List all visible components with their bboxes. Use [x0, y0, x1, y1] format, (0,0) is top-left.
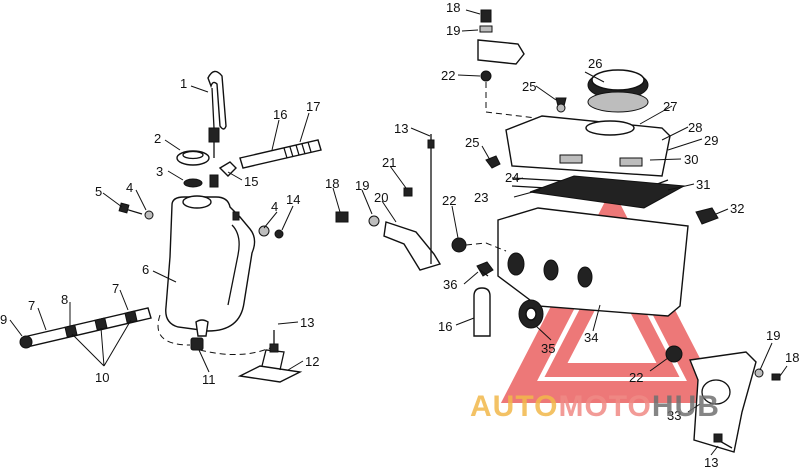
- callout-10: 10: [95, 370, 109, 385]
- callout-8: 8: [61, 292, 68, 307]
- callout-4-left: 4: [126, 180, 133, 195]
- callout-15: 15: [244, 174, 258, 189]
- callout-22-center: 22: [442, 193, 456, 208]
- callout-5: 5: [95, 184, 102, 199]
- watermark-auto: AUTO: [470, 390, 558, 423]
- callout-36: 36: [443, 277, 457, 292]
- callout-17: 17: [306, 99, 320, 114]
- callout-13-bottom: 13: [704, 455, 718, 468]
- watermark-hub: HUB: [652, 390, 720, 423]
- callout-27: 27: [663, 99, 677, 114]
- callout-9: 9: [0, 312, 7, 327]
- callout-1: 1: [180, 76, 187, 91]
- callout-16-bottom: 16: [438, 319, 452, 334]
- callout-12: 12: [305, 354, 319, 369]
- callout-3: 3: [156, 164, 163, 179]
- callout-25-left: 25: [465, 135, 479, 150]
- callout-13-center: 13: [394, 121, 408, 136]
- fuel-tank-assembly: [19, 70, 322, 383]
- callout-30: 30: [684, 152, 698, 167]
- callout-22-bottom: 22: [629, 370, 643, 385]
- callout-7-left: 7: [28, 298, 35, 313]
- watermark-text: AUTOMOTOHUB: [470, 390, 720, 423]
- callout-31: 31: [696, 177, 710, 192]
- callout-6: 6: [142, 262, 149, 277]
- callout-18-right: 18: [785, 350, 799, 365]
- callout-19-right: 19: [766, 328, 780, 343]
- watermark-moto: MOTO: [558, 390, 651, 423]
- callout-28: 28: [688, 120, 702, 135]
- callout-16-top: 16: [273, 107, 287, 122]
- callout-2: 2: [154, 131, 161, 146]
- callout-14: 14: [286, 192, 300, 207]
- callout-29: 29: [704, 133, 718, 148]
- callout-24: 24: [505, 170, 519, 185]
- callout-19-left: 19: [355, 178, 369, 193]
- callout-32: 32: [730, 201, 744, 216]
- callout-22-top: 22: [441, 68, 455, 83]
- callout-18-top: 18: [446, 0, 460, 15]
- callout-34: 34: [584, 330, 598, 345]
- callout-13-left: 13: [300, 315, 314, 330]
- callout-19-top: 19: [446, 23, 460, 38]
- callout-23: 23: [474, 190, 488, 205]
- callout-11: 11: [202, 372, 216, 387]
- callout-35: 35: [541, 341, 555, 356]
- callout-25-top: 25: [522, 79, 536, 94]
- airbox-assembly: [335, 9, 781, 453]
- callout-7-right: 7: [112, 281, 119, 296]
- callout-26: 26: [588, 56, 602, 71]
- callout-18-left: 18: [325, 176, 339, 191]
- callout-20: 20: [374, 190, 388, 205]
- callout-4-right: 4: [271, 199, 278, 214]
- callout-33: 33: [667, 408, 681, 423]
- callout-leaders: [9, 9, 788, 456]
- callout-21: 21: [382, 155, 396, 170]
